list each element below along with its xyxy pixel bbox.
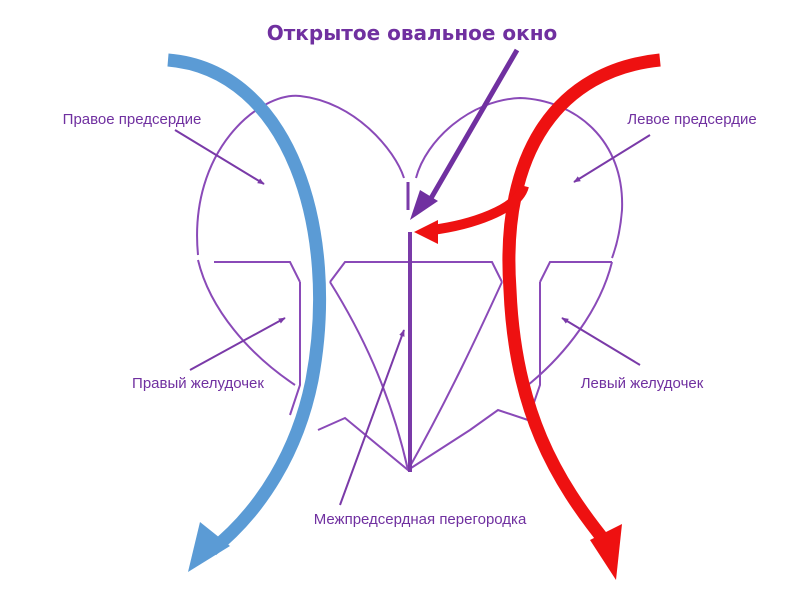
pointer-right-ventricle [189,317,286,371]
pointer-left-ventricle [561,317,641,366]
pointer-left-atrium [573,134,651,183]
interatrial-septum [406,182,412,472]
left-av-valve [214,261,301,283]
left-lobe-top [196,94,405,256]
pointer-septum [339,329,405,506]
arterial-arrow-head [590,524,622,580]
pointer-right-atrium [174,129,265,185]
right-inner-diagonal [407,281,503,471]
label-right-atrium: Правое предсердие [63,111,202,128]
venous-arrow-head [188,522,230,572]
left-inner-boundary [329,261,408,283]
left-inner-diagonal [329,281,409,471]
right-ventricle-wall [289,282,301,416]
label-right-ventricle: Правый желудочек [132,375,264,392]
label-pointers [174,129,651,506]
venous-blood-arrow [167,53,327,572]
label-left-atrium: Левое предсердие [627,111,756,128]
right-inner-boundary [408,261,503,283]
heart-outline [196,94,624,472]
shunt-arrow-head [414,220,438,244]
right-lobe-top [415,96,624,259]
left-lower-outline [197,259,296,386]
lower-zigzag [317,408,529,472]
oval-window-pointer [410,48,520,220]
label-left-ventricle: Левый желудочек [581,375,704,392]
right-av-valve [539,261,612,283]
oval-window-pointer-head [410,190,438,220]
diagram-title: Открытое овальное окно [267,21,558,45]
arterial-blood-arrow [414,53,661,580]
label-septum: Межпредсердная перегородка [314,511,527,528]
